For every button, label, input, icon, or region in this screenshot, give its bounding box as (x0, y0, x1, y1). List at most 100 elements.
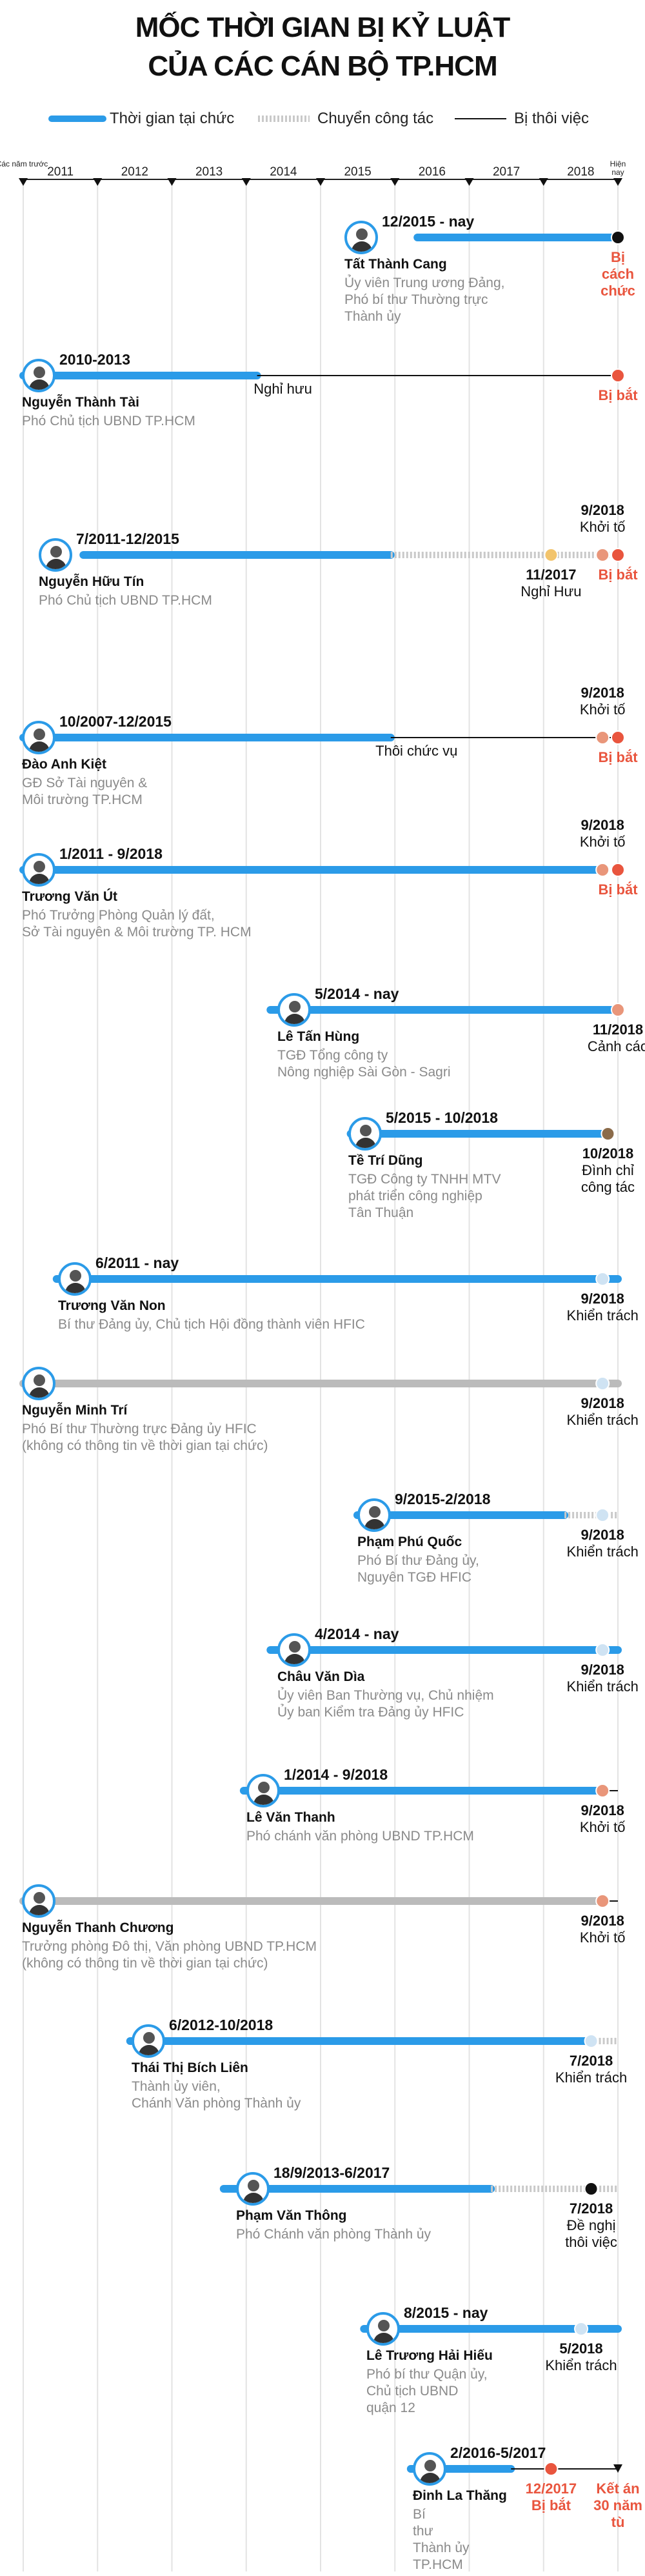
person-name: Nguyễn Thanh Chương (22, 1920, 174, 1935)
event-label: Khiển trách (545, 2357, 617, 2373)
event-label: Bị bắt (598, 567, 638, 583)
avatar-head (34, 367, 45, 378)
event-marker-reprimand (584, 2034, 599, 2048)
period-label: 4/2014 - nay (315, 1625, 399, 1642)
avatar-head (248, 2180, 259, 2191)
person-role-line: Nông nghiệp Sài Gòn - Sagri (277, 1065, 451, 1080)
avatar-torso (284, 1014, 305, 1024)
person-role-line: TP.HCM (413, 2557, 463, 2572)
avatar-torso (46, 559, 66, 569)
avatar-torso (352, 241, 372, 252)
event-label: 9/2018 (580, 817, 624, 833)
avatar-torso (29, 874, 50, 884)
avatar (344, 221, 378, 254)
axis-tick-marker (316, 178, 325, 186)
avatar-torso (364, 1519, 385, 1529)
event-label: Bị bắt (531, 2497, 571, 2513)
avatar-head (34, 1892, 45, 1904)
event-marker-warning (595, 730, 610, 745)
axis-tick-marker (167, 178, 177, 186)
person-name: Châu Văn Dìa (277, 1669, 365, 1684)
event-marker-reprimand (574, 2322, 589, 2336)
event-label: Kết án (596, 2480, 640, 2497)
person-name: Trương Văn Út (22, 889, 117, 904)
avatar-torso (355, 1138, 376, 1148)
avatar (236, 2172, 270, 2206)
avatar-head (356, 228, 368, 240)
person-role-line: Phó chánh văn phòng UBND TP.HCM (246, 1829, 474, 1844)
avatar (132, 2024, 165, 2058)
event-label: 9/2018 (580, 1662, 624, 1678)
person-role-line: Ủy viên Ban Thường vụ, Chủ nhiệm (277, 1688, 494, 1703)
person-role-line: Tân Thuận (348, 1205, 414, 1220)
avatar (39, 538, 72, 572)
axis-year-label: 2013 (195, 165, 223, 179)
axis-start-label: Các năm trước (0, 159, 48, 168)
avatar (22, 1884, 55, 1918)
event-label: Khiển trách (566, 1412, 639, 1428)
event-label: Khởi tố (579, 1929, 626, 1946)
event-end-marker (613, 2464, 622, 2473)
avatar-head (289, 1641, 301, 1653)
avatar-torso (29, 1905, 50, 1915)
person-name: Lê Văn Thanh (246, 1810, 335, 1825)
person-name: Trương Văn Non (58, 1298, 166, 1313)
avatar-torso (29, 1387, 50, 1398)
avatar (22, 853, 55, 887)
person-name: Lê Tấn Hùng (277, 1029, 360, 1044)
avatar-head (34, 861, 45, 872)
avatar-torso (139, 2045, 159, 2055)
axis-year-label: 2011 (47, 165, 74, 179)
person-role-line: quận 12 (366, 2400, 415, 2415)
person-role-line: Phó Bí thư Thường trực Đảng ủy HFIC (22, 1422, 257, 1436)
period-label: 12/2015 - nay (382, 213, 475, 230)
avatar (277, 993, 311, 1027)
period-label: 2010-2013 (59, 351, 130, 368)
title-line-2: CỦA CÁC CÁN BỘ TP.HCM (148, 50, 497, 82)
avatar-head (369, 1506, 381, 1518)
avatar-head (143, 2032, 155, 2044)
legend-dismissed-label: Bị thôi việc (514, 110, 590, 127)
avatar (357, 1498, 391, 1532)
event-label: 9/2018 (580, 685, 624, 701)
event-label: Bị bắt (598, 749, 638, 765)
avatar-head (360, 1125, 372, 1136)
axis-tick-marker (93, 178, 103, 186)
avatar-torso (284, 1654, 305, 1664)
event-label: Bị bắt (598, 881, 638, 898)
avatar-torso (243, 2193, 264, 2203)
event-label: 12/2017 (525, 2480, 577, 2497)
person-role-line: Môi trường TP.HCM (22, 792, 143, 807)
axis-tick-marker (241, 178, 251, 186)
segment-note: Thôi chức vụ (375, 743, 458, 759)
event-label: Đình chỉ (582, 1162, 634, 1178)
avatar-head (258, 1782, 270, 1793)
period-label: 10/2007-12/2015 (59, 713, 172, 730)
person-role-line: Phó bí thư Quận ủy, (366, 2367, 488, 2382)
person-role-line: Phó Bí thư Đảng ủy, (357, 1553, 479, 1568)
avatar (277, 1633, 311, 1667)
person-name: Thái Thị Bích Liên (132, 2060, 248, 2075)
event-label: 9/2018 (580, 1913, 624, 1929)
person-role-line: Phó Chánh văn phòng Thành ủy (236, 2227, 432, 2242)
event-label: thôi việc (565, 2234, 617, 2250)
person-role-line: Phó Trưởng Phòng Quản lý đất, (22, 908, 215, 923)
person-name: Tề Trí Dũng (348, 1153, 423, 1168)
period-label: 8/2015 - nay (404, 2304, 488, 2321)
person-role-line: Chủ tịch UBND (366, 2384, 459, 2399)
person-role-line: TGĐ Tổng công ty (277, 1048, 388, 1063)
avatar-torso (29, 741, 50, 752)
event-label: cách (601, 266, 635, 282)
avatar (246, 1774, 280, 1807)
person-role-line: Phó bí thư Thường trực (344, 292, 488, 307)
person-name: Tất Thành Cang (344, 257, 447, 272)
event-marker-warning (611, 1003, 625, 1017)
period-label: 9/2015-2/2018 (395, 1491, 491, 1507)
legend-tenure-label: Thời gian tại chức (110, 110, 235, 127)
person-role-line: thư (413, 2524, 433, 2539)
event-label: 9/2018 (580, 1527, 624, 1543)
axis-tick-marker (390, 178, 400, 186)
avatar-head (34, 1374, 45, 1386)
title-line-1: MỐC THỜI GIAN BỊ KỶ LUẬT (135, 12, 511, 43)
person-role-line: Phó Chủ tịch UBND TP.HCM (39, 593, 212, 608)
